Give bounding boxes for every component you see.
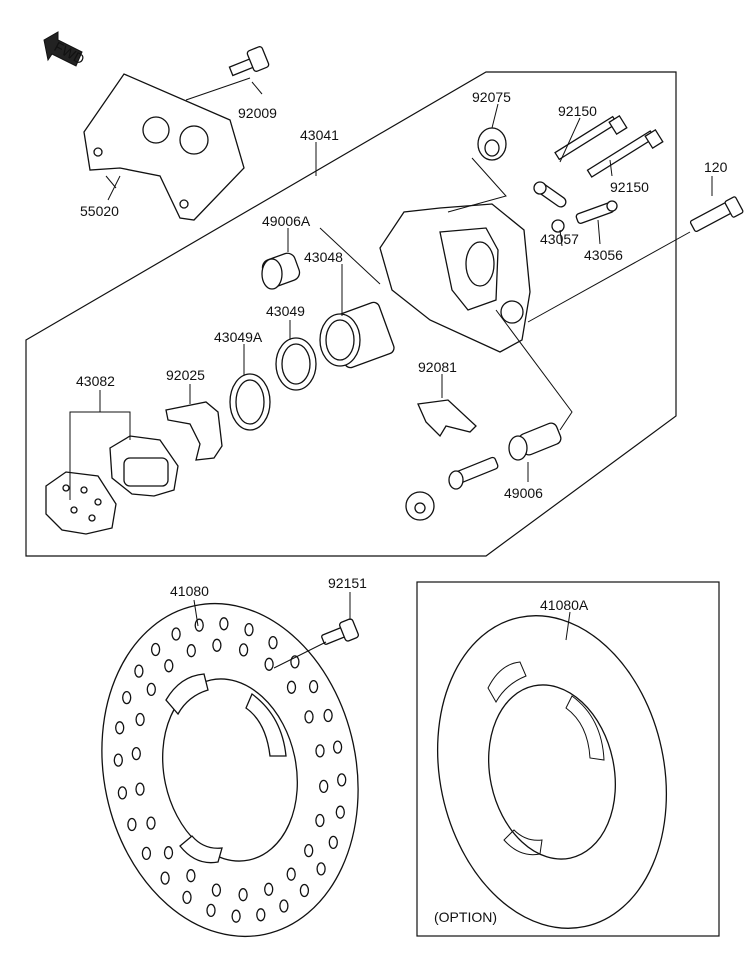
bracket-part xyxy=(83,73,245,221)
leader-lines xyxy=(69,77,713,669)
disc-hole xyxy=(264,882,274,896)
disc-hole xyxy=(164,659,174,673)
option-frame xyxy=(416,581,720,937)
disc-hole xyxy=(212,638,222,652)
pad-rear-part xyxy=(45,471,117,535)
seal-dust-part xyxy=(275,337,317,391)
disc-hole xyxy=(315,744,325,758)
label-92009: 92009 xyxy=(238,105,277,121)
disc-hole xyxy=(182,890,192,905)
label-92075: 92075 xyxy=(472,89,511,105)
label-49006: 49006 xyxy=(504,485,543,501)
bracket-link-part xyxy=(533,181,567,233)
label-92150-a: 92150 xyxy=(558,103,597,119)
disc-hole xyxy=(219,617,229,631)
disc-holes xyxy=(113,617,347,923)
disc-hole xyxy=(256,908,266,922)
disc-hole xyxy=(131,746,141,761)
label-41080: 41080 xyxy=(170,583,209,599)
label-43048: 43048 xyxy=(304,249,343,265)
label-92025: 92025 xyxy=(166,367,205,383)
disc-hole xyxy=(134,664,144,678)
disc-hole xyxy=(186,869,196,883)
label-49006a: 49006A xyxy=(262,213,311,229)
disc-hole xyxy=(323,708,333,723)
label-92150-b: 92150 xyxy=(610,179,649,195)
boot-part xyxy=(477,127,507,161)
label-43082: 43082 xyxy=(76,373,115,389)
bolt-92009-part xyxy=(228,46,270,77)
disc-slot xyxy=(165,673,209,716)
label-43057: 43057 xyxy=(540,231,579,247)
pin-a-part xyxy=(554,114,628,161)
disc-hole xyxy=(316,862,326,876)
disc-hole xyxy=(206,903,216,918)
disc-hole xyxy=(146,682,156,697)
disc-hole xyxy=(186,644,196,658)
option-label: (OPTION) xyxy=(434,909,497,925)
disc-hole xyxy=(299,883,310,898)
disc-hole xyxy=(127,817,137,832)
disc-hole xyxy=(315,813,325,828)
spring-part xyxy=(165,401,223,461)
label-41080a: 41080A xyxy=(540,597,589,613)
label-43056: 43056 xyxy=(584,247,623,263)
disc-hole xyxy=(238,643,249,657)
caliper-body-part xyxy=(379,203,531,353)
disc-hole xyxy=(286,867,296,881)
disc-hole xyxy=(268,635,278,650)
pad-front-part xyxy=(109,435,179,497)
disc-hole xyxy=(231,909,241,923)
disc-hole xyxy=(194,618,204,632)
pin-b-part xyxy=(586,128,664,178)
seal-piston-part xyxy=(229,373,271,431)
brake-disc-option-part xyxy=(436,615,668,929)
fwd-arrow-icon: FWD xyxy=(43,31,87,67)
disc-hole xyxy=(286,680,297,694)
disc-hole xyxy=(122,690,132,705)
bleeder-bolt-part xyxy=(689,196,744,233)
disc-hole xyxy=(113,753,123,767)
disc-hole xyxy=(335,805,345,819)
label-43049: 43049 xyxy=(266,303,305,319)
disc-hole xyxy=(211,883,222,897)
disc-hole xyxy=(146,816,156,830)
disc-hole xyxy=(150,642,161,657)
disc-hole xyxy=(160,871,170,885)
disc-hole xyxy=(238,888,248,902)
disc-hole xyxy=(304,710,314,724)
disc-hole xyxy=(163,846,174,860)
caliper-assembly-frame xyxy=(25,71,677,557)
caliper-seal-a-part xyxy=(261,252,301,290)
disc-hole xyxy=(308,679,319,694)
label-92081: 92081 xyxy=(418,359,457,375)
disc-slot xyxy=(245,692,287,757)
disc-hole xyxy=(304,843,314,858)
disc-hole xyxy=(135,712,145,727)
label-120: 120 xyxy=(704,159,728,175)
disc-hole xyxy=(332,740,343,754)
disc-hole xyxy=(264,657,274,671)
label-43049a: 43049A xyxy=(214,329,263,345)
disc-hole xyxy=(141,846,152,861)
disc-hole xyxy=(117,786,128,800)
piston-part xyxy=(319,301,395,369)
disc-hole xyxy=(337,773,347,787)
bleeder-valve-part xyxy=(575,200,618,225)
disc-hole xyxy=(115,721,125,735)
disc-hole xyxy=(135,782,145,796)
pad-spring-part xyxy=(417,399,477,438)
disc-hole xyxy=(244,622,254,637)
slide-bolt-part xyxy=(405,422,562,521)
disc-hole xyxy=(319,779,329,794)
disc-slot xyxy=(179,835,223,864)
disc-hole xyxy=(171,627,181,641)
label-92151: 92151 xyxy=(328,575,367,591)
disc-hole xyxy=(279,899,289,913)
label-55020: 55020 xyxy=(80,203,119,219)
disc-hole xyxy=(328,835,338,850)
label-43041: 43041 xyxy=(300,127,339,143)
disc-bolt-part xyxy=(321,618,359,645)
